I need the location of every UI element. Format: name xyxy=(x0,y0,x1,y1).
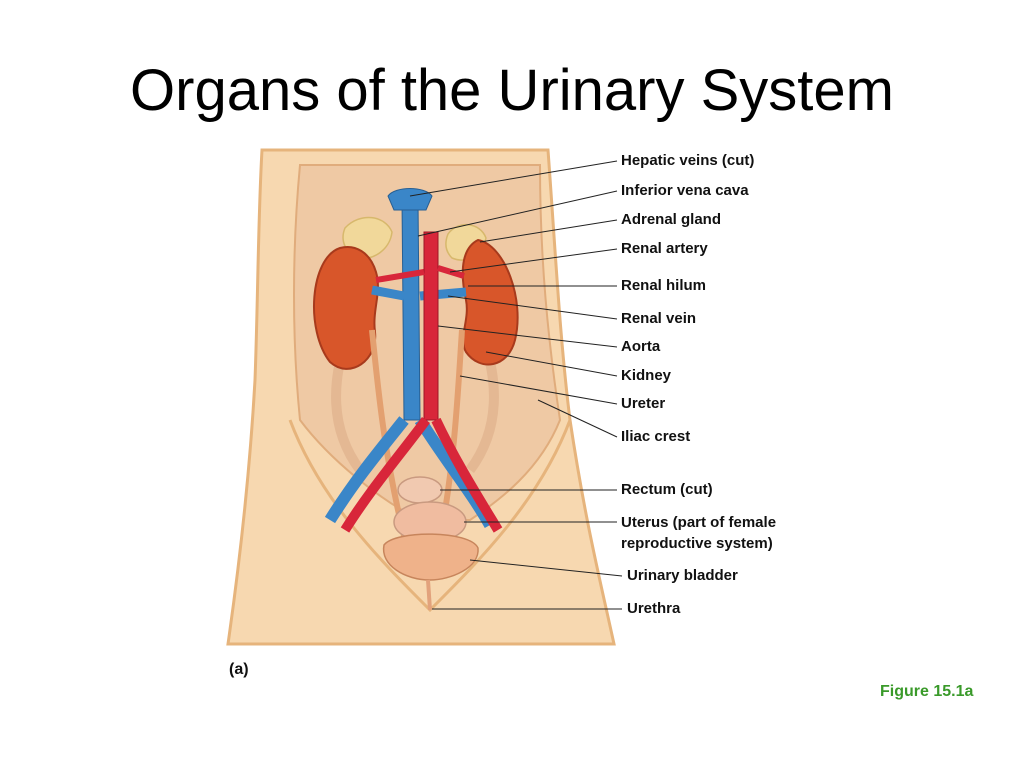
aorta xyxy=(423,231,439,421)
urethra xyxy=(426,579,432,611)
label-renal-artery: Renal artery xyxy=(621,240,708,257)
leader-aorta xyxy=(437,325,618,348)
leader-kidney xyxy=(485,351,618,377)
hepatic-vein-cap xyxy=(387,188,433,211)
right-iliac-artery xyxy=(431,417,503,533)
left-renal-vein xyxy=(371,285,405,301)
label-uterus-line1: Uterus (part of female xyxy=(621,514,777,531)
leader-urinary-bladder xyxy=(469,559,623,577)
leader-ureter xyxy=(459,375,618,405)
leader-renal-vein xyxy=(447,295,618,320)
label-ureter: Ureter xyxy=(621,395,666,412)
label-urethra: Urethra xyxy=(627,600,681,617)
label-rectum: Rectum (cut) xyxy=(621,481,713,498)
label-adrenal-gland: Adrenal gland xyxy=(621,211,722,228)
leader-adrenal-gland xyxy=(479,219,618,243)
leader-iliac-crest xyxy=(537,399,618,438)
slide-title: Organs of the Urinary System xyxy=(130,58,894,123)
label-renal-vein: Renal vein xyxy=(621,310,697,327)
inferior-vena-cava xyxy=(401,199,421,421)
label-aorta: Aorta xyxy=(621,338,661,355)
left-iliac-vein xyxy=(324,416,409,524)
label-renal-hilum: Renal hilum xyxy=(621,277,707,294)
label-kidney: Kidney xyxy=(621,367,672,384)
leader-hepatic-veins xyxy=(409,160,618,197)
left-renal-artery xyxy=(375,269,425,283)
panel-letter: (a) xyxy=(229,661,249,678)
left-ureter xyxy=(369,329,408,541)
left-kidney xyxy=(313,246,379,370)
urinary-bladder xyxy=(382,533,479,581)
label-iliac-crest: Iliac crest xyxy=(621,428,691,445)
figure-caption: Figure 15.1a xyxy=(880,683,974,700)
label-urinary-bladder: Urinary bladder xyxy=(627,567,738,584)
rectum xyxy=(397,476,443,504)
leader-renal-artery xyxy=(449,248,618,273)
label-uterus-line2: reproductive system) xyxy=(621,535,773,552)
leader-lines xyxy=(409,160,623,610)
label-hepatic-veins: Hepatic veins (cut) xyxy=(621,152,755,169)
label-inferior-vena-cava: Inferior vena cava xyxy=(621,182,749,199)
left-iliac-artery xyxy=(340,417,431,533)
leader-inferior-vena-cava xyxy=(417,190,618,237)
